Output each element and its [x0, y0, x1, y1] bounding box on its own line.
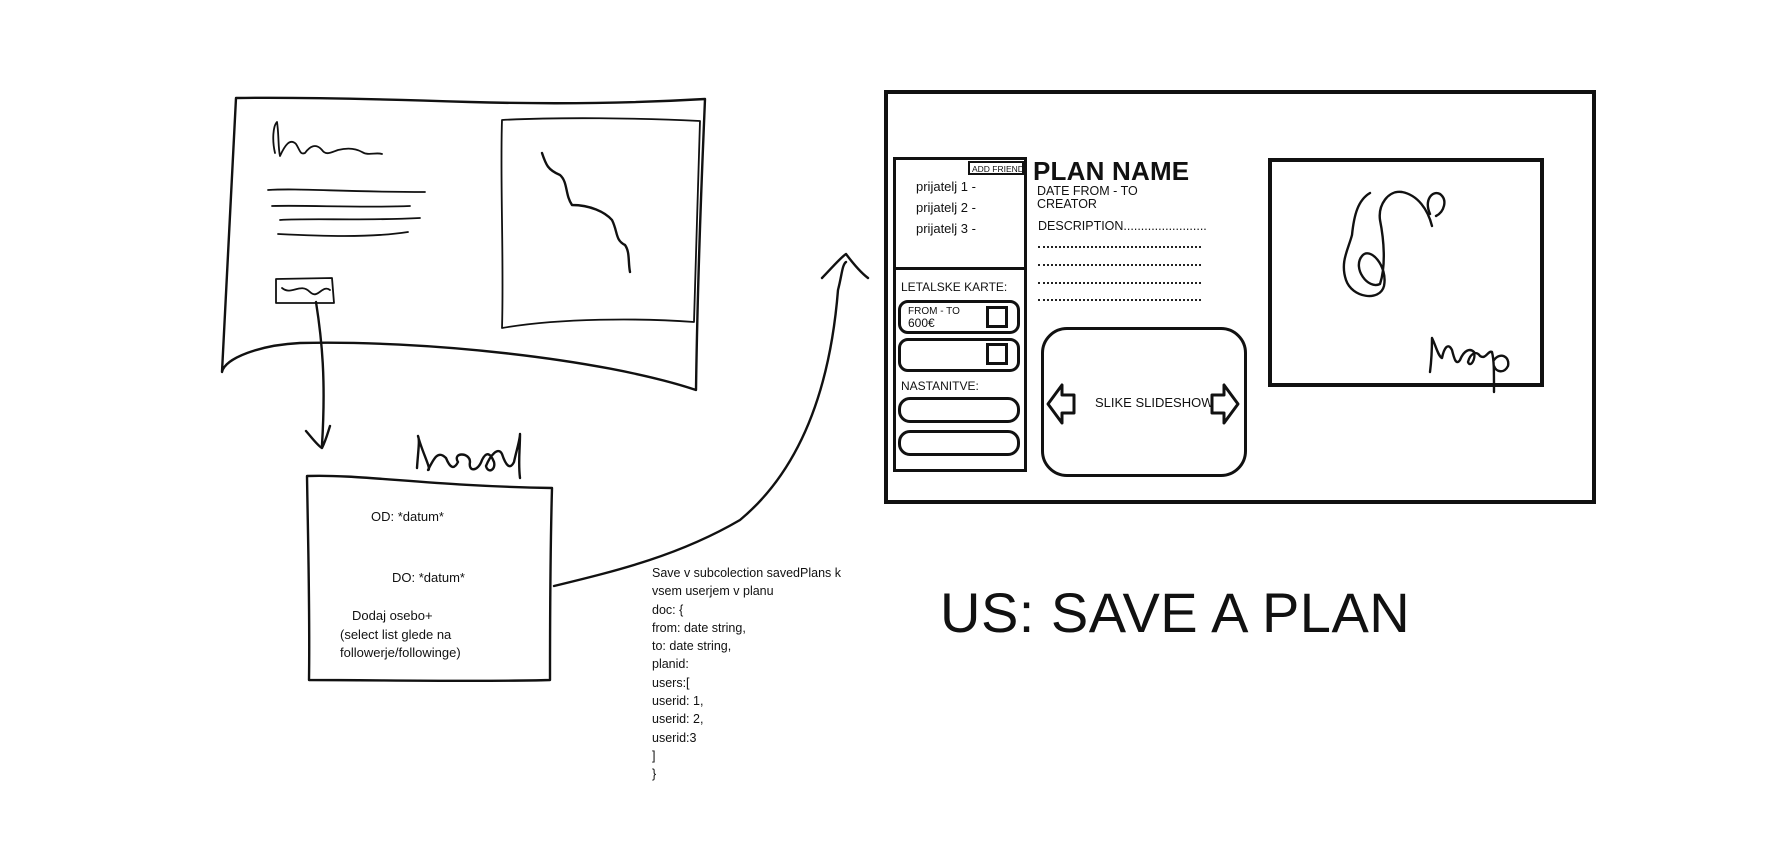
- stay-item[interactable]: [898, 430, 1020, 456]
- map-panel[interactable]: [1268, 158, 1544, 387]
- code-line: vsem userjem v planu: [652, 584, 774, 599]
- code-line: to: date string,: [652, 639, 732, 654]
- slideshow-label: SLIKE SLIDESHOW: [1095, 395, 1214, 410]
- plan-date-range: DATE FROM - TO: [1037, 184, 1138, 198]
- plan-creator: CREATOR: [1037, 197, 1097, 211]
- ticket-price: 600€: [908, 316, 935, 330]
- code-line: Save v subcolection savedPlans k: [652, 566, 841, 580]
- code-line: ]: [652, 748, 656, 763]
- stays-label: NASTANITVE:: [901, 379, 979, 393]
- code-line: userid: 1,: [652, 694, 704, 709]
- description-line: [1038, 246, 1201, 248]
- code-line: }: [652, 767, 657, 782]
- friend-item[interactable]: prijatelj 3 -: [916, 221, 976, 236]
- stay-item[interactable]: [898, 397, 1020, 423]
- sketch-map-loop: [1426, 191, 1446, 218]
- modal-add-person: Dodaj osebo+: [352, 608, 433, 623]
- code-line: userid: 2,: [652, 712, 704, 727]
- sketch-modal-label: [415, 432, 522, 480]
- sketch-text-line: [267, 188, 426, 193]
- code-line: from: date string,: [652, 620, 746, 635]
- arrow-left-icon[interactable]: [1046, 381, 1076, 427]
- friend-item[interactable]: prijatelj 1 -: [916, 179, 976, 194]
- sketch-map-box: [500, 117, 701, 329]
- sketch-map-curve: [1342, 190, 1434, 298]
- add-friend-button[interactable]: ADD FRIEND: [968, 161, 1024, 175]
- description-line: [1038, 282, 1201, 284]
- sketch-map-word: [1428, 336, 1510, 394]
- plan-description: DESCRIPTION........................: [1038, 219, 1207, 233]
- ticket-checkbox[interactable]: [986, 343, 1008, 365]
- friend-item[interactable]: prijatelj 2 -: [916, 200, 976, 215]
- plan-mockup-frame: [884, 90, 1596, 504]
- description-line: [1038, 299, 1201, 301]
- sketch-text-line: [279, 217, 421, 221]
- plan-name: PLAN NAME: [1033, 156, 1190, 186]
- sketch-text-line: [271, 204, 411, 208]
- code-line: users:[: [652, 675, 690, 690]
- modal-do-date: DO: *datum*: [392, 570, 465, 585]
- modal-od-date: OD: *datum*: [371, 509, 444, 524]
- description-line: [1038, 264, 1201, 266]
- ticket-card[interactable]: [898, 338, 1020, 372]
- code-line: doc: {: [652, 602, 684, 617]
- code-line: planid:: [652, 657, 689, 672]
- code-note: Save v subcolection savedPlans k vsem us…: [652, 564, 841, 784]
- sketch-button-scribble: [275, 277, 335, 304]
- tickets-label: LETALSKE KARTE:: [901, 280, 1008, 294]
- image-slideshow[interactable]: [1041, 327, 1247, 477]
- sketch-text-line: [277, 231, 409, 237]
- plan-sidebar: [893, 157, 1027, 472]
- sketch-title-scribble: [272, 121, 383, 157]
- arrow-right-icon[interactable]: [1210, 381, 1240, 427]
- modal-select-hint: (select list glede na followerje/followi…: [340, 627, 461, 660]
- sketch-map-route: [540, 151, 632, 274]
- sketch-card-outline: [220, 96, 707, 392]
- friends-panel: [893, 157, 1027, 270]
- ticket-route: FROM - TO: [908, 306, 960, 317]
- sketch-arrow-curve: [552, 252, 870, 588]
- code-line: userid:3: [652, 730, 697, 745]
- sketch-arrow-down: [304, 300, 332, 450]
- user-story-title: US: SAVE A PLAN: [940, 581, 1411, 644]
- ticket-checkbox[interactable]: [986, 306, 1008, 328]
- ticket-card[interactable]: [898, 300, 1020, 334]
- sketch-modal-box: [305, 474, 554, 683]
